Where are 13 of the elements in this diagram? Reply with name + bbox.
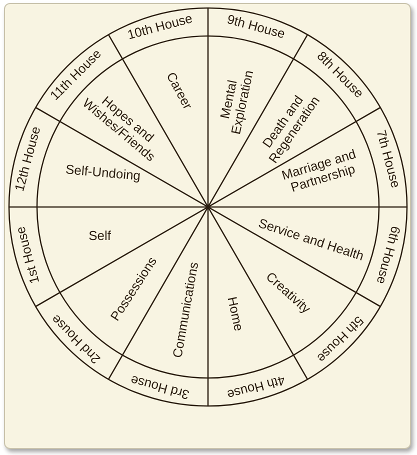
house-name: 3rd House [129,372,191,402]
house-name: 4th House [226,372,287,402]
house-name: 6th House [373,224,402,286]
house-meaning: Self [88,228,112,244]
house-name: 1st House [14,225,43,286]
house-name: 10th House [126,12,194,43]
house-meaning: Home [224,295,246,332]
house-name: 7th House [373,128,402,190]
house-meaning: Service and Health [256,216,366,264]
house-meaning: Mental Exploration [216,68,258,138]
house-name: 12th House [12,124,44,193]
house-meaning: Self-Undoing [65,162,142,184]
house-name: 9th House [226,12,287,42]
